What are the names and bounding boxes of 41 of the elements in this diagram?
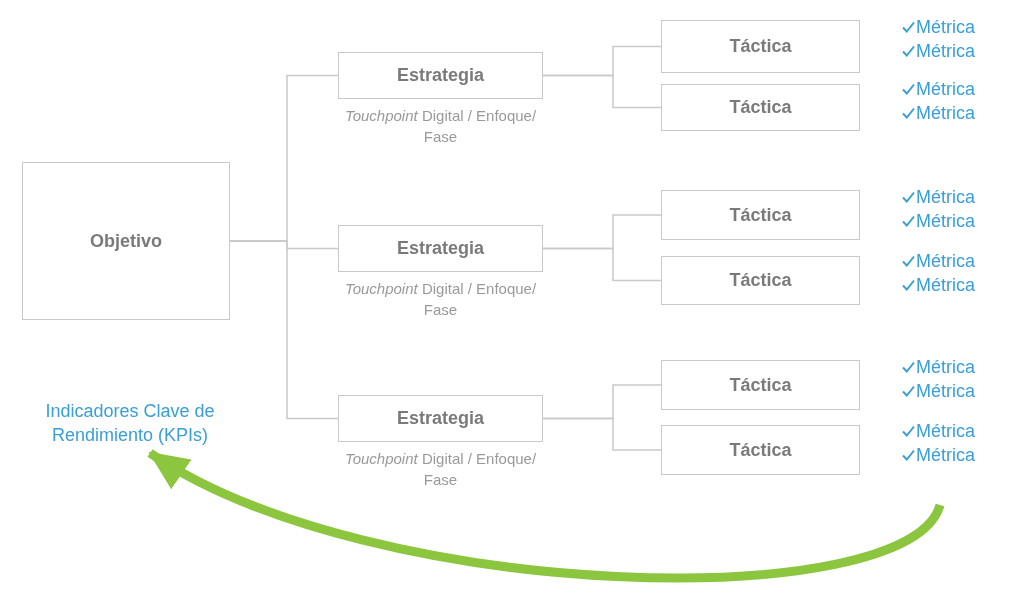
process-box	[661, 425, 860, 475]
metric-label: Métrica	[916, 356, 975, 378]
metric-label: Métrica	[916, 420, 975, 442]
process-box	[661, 84, 860, 131]
box-label: Táctica	[729, 204, 792, 226]
metric-label: Métrica	[916, 250, 975, 272]
objective-box	[22, 162, 230, 320]
box-label: Estrategia	[396, 408, 484, 429]
node-caption: Touchpoint Digital / Enfoque/ Fase	[343, 279, 538, 320]
box-label: Táctica	[729, 270, 792, 291]
metric-label: Métrica	[916, 444, 975, 466]
metric-label: Métrica	[916, 78, 975, 100]
process-box	[661, 360, 860, 410]
process-box	[338, 225, 543, 272]
process-box	[338, 52, 543, 99]
node-caption: Touchpoint Digital / Enfoque/ Fase	[343, 449, 538, 490]
connector-line	[229, 240, 339, 420]
process-box	[661, 256, 860, 305]
connector-line	[542, 247, 662, 282]
metric-label: Métrica	[916, 380, 975, 402]
metric-label: Métrica	[916, 102, 975, 124]
connector-line	[542, 74, 662, 109]
metric-label: Métrica	[916, 274, 975, 296]
connector-line	[542, 417, 662, 451]
metric-label: Métrica	[916, 40, 975, 62]
box-label: Táctica	[729, 439, 792, 461]
metric-label: Métrica	[916, 186, 975, 208]
box-label: Táctica	[729, 374, 792, 396]
node-caption: Touchpoint Digital / Enfoque/ Fase	[343, 106, 538, 147]
process-box	[661, 20, 860, 73]
process-box	[661, 190, 860, 240]
process-box	[338, 395, 543, 442]
metric-label: Métrica	[916, 16, 975, 38]
box-label: Objetivo	[90, 230, 162, 252]
box-label: Estrategia	[396, 238, 484, 259]
metric-label: Métrica	[916, 210, 975, 232]
feedback-arrow	[147, 449, 944, 583]
box-label: Táctica	[729, 36, 792, 57]
box-label: Táctica	[729, 97, 792, 118]
box-label: Estrategia	[396, 65, 484, 86]
kpi-caption: Indicadores Clave de Rendimiento (KPIs)	[44, 400, 216, 447]
